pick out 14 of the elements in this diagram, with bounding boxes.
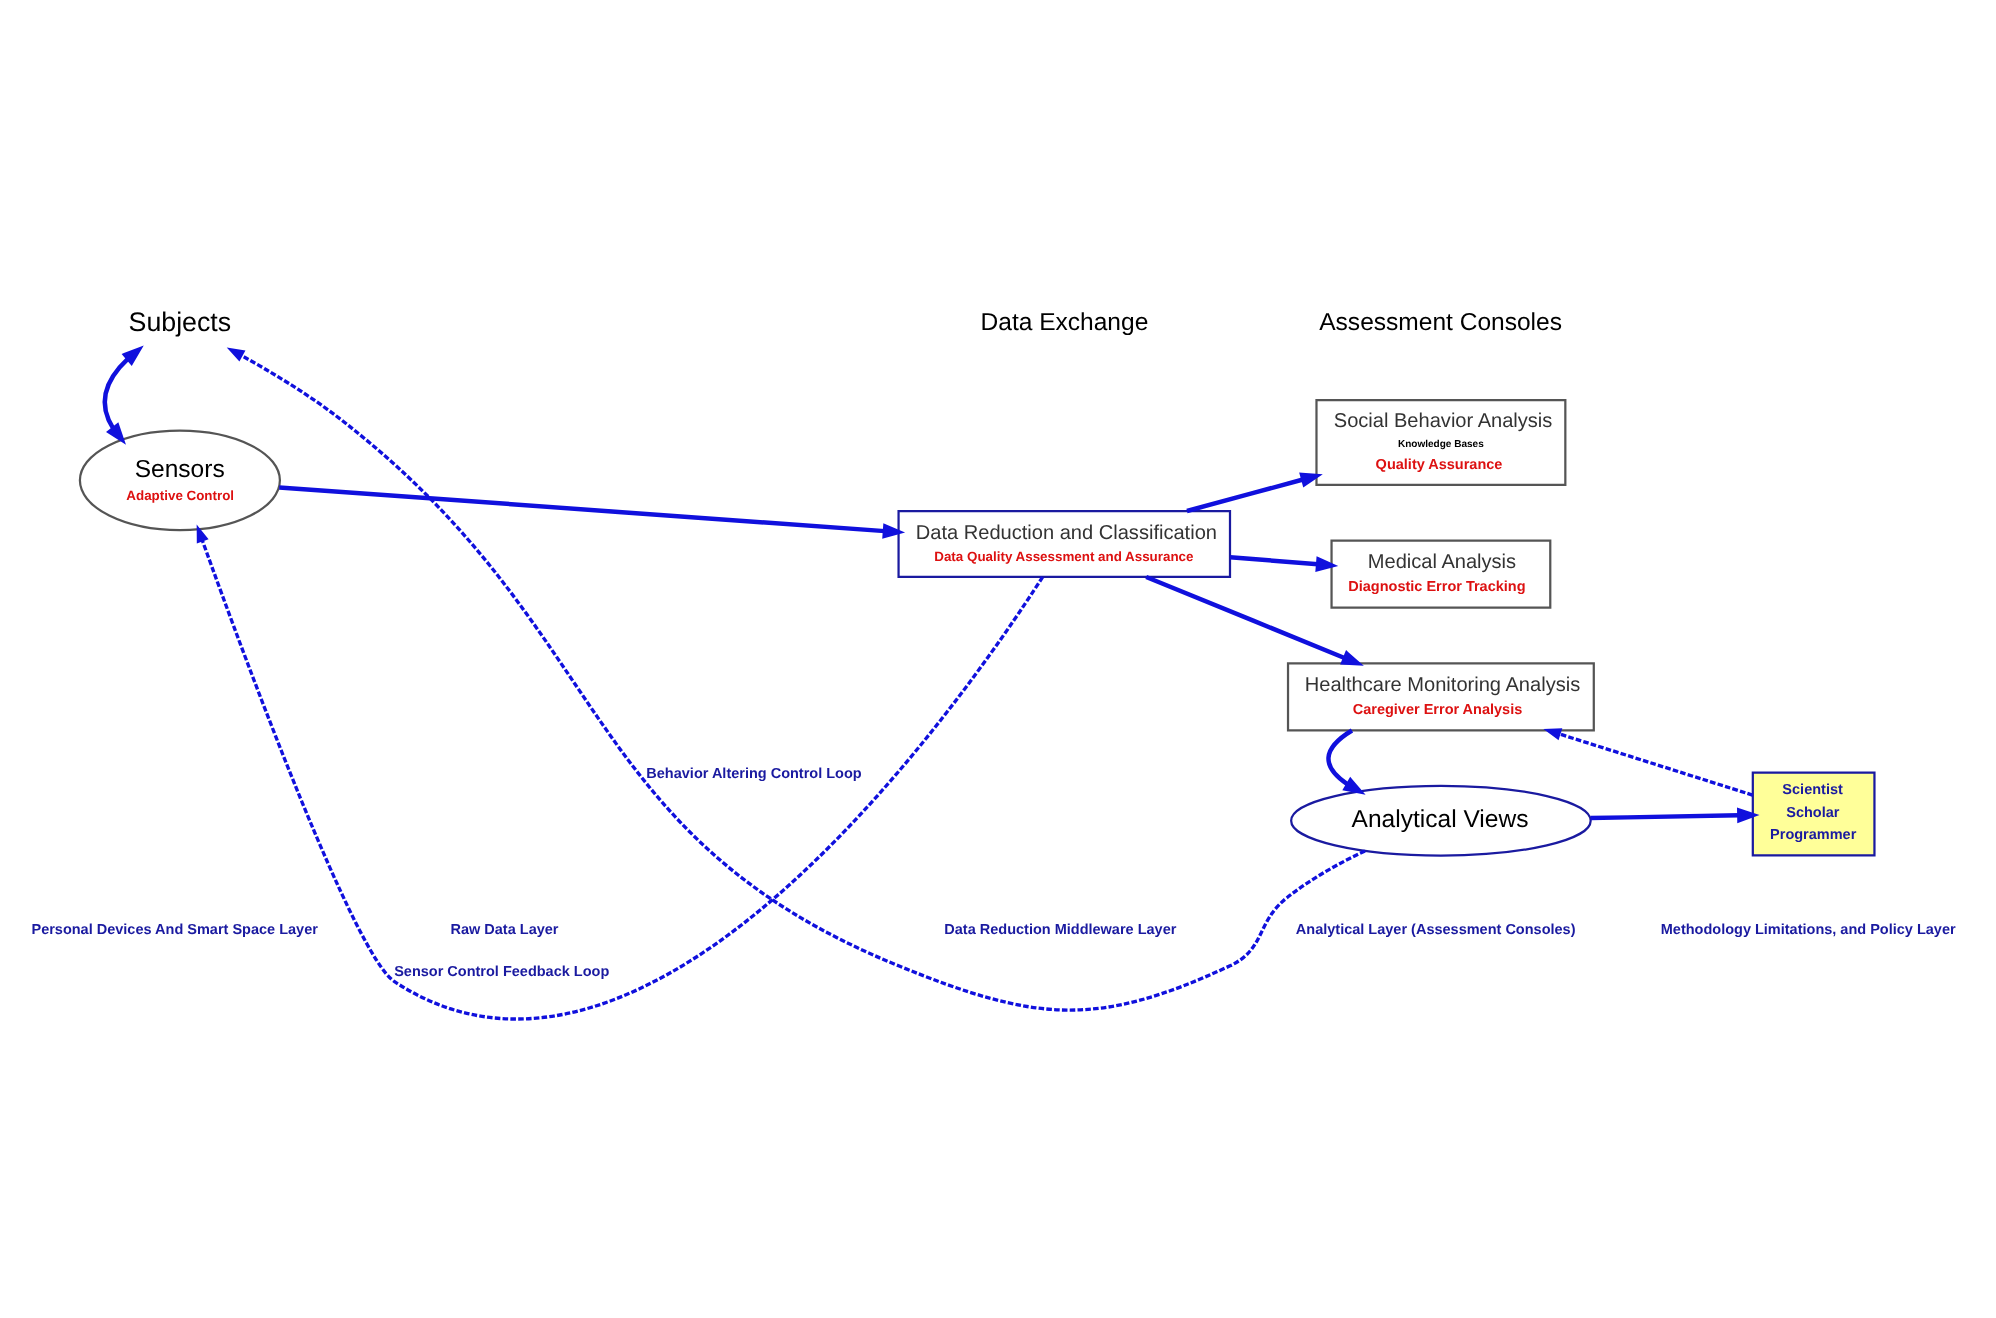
arrow <box>1144 574 1363 666</box>
arrow <box>1185 472 1322 514</box>
arrow <box>1325 728 1365 795</box>
node-text: Subjects <box>127 307 231 338</box>
arrow <box>225 347 1365 1012</box>
arrow <box>1589 807 1759 824</box>
arrow <box>278 485 905 539</box>
node-ellipse: Analytical Views <box>1289 784 1591 857</box>
arrow <box>1228 555 1338 572</box>
arrow <box>101 345 143 445</box>
arrow <box>195 524 1043 1020</box>
arrow <box>1542 728 1752 797</box>
label: Data Exchange <box>979 308 1148 337</box>
label: Assessment Consoles <box>1318 308 1561 337</box>
